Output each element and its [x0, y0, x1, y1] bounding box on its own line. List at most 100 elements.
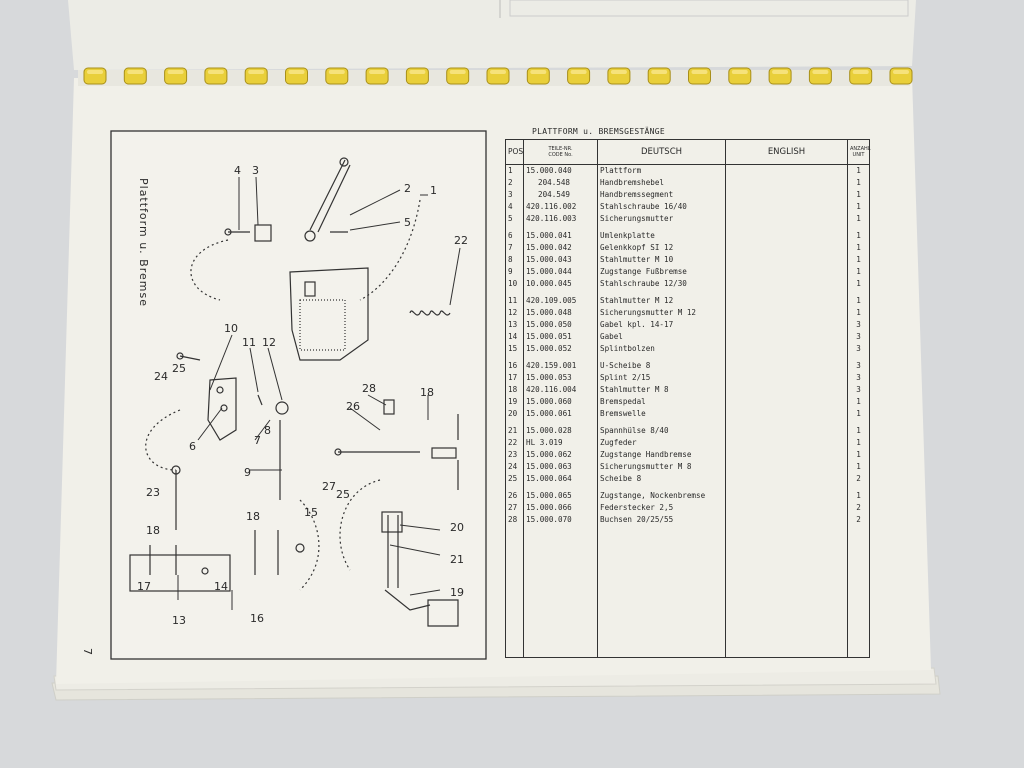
cell-pos: 14: [505, 331, 524, 343]
cell-english: [725, 437, 848, 449]
cell-english: [725, 278, 848, 290]
cell-deutsch: Stahlschraube 16/40: [597, 201, 726, 213]
cell-english: [725, 384, 848, 396]
spiral-loop-highlight: [207, 70, 224, 74]
cell-pos: 11: [505, 295, 524, 307]
callout-21: 21: [450, 553, 464, 566]
callout-4: 4: [234, 164, 241, 177]
parts-table: POS TEILE-NR.CODE No. DEUTSCH ENGLISH AN…: [505, 139, 871, 658]
header-qty-line2: UNIT: [852, 152, 865, 158]
callout-27: 27: [322, 480, 336, 493]
cell-code: 15.000.040: [523, 164, 598, 177]
cell-code: 15.000.042: [523, 242, 598, 254]
cell-pos: 12: [505, 307, 524, 319]
cell-qty: 1: [847, 408, 870, 420]
cell-qty: 1: [847, 254, 870, 266]
spiral-loop-highlight: [490, 70, 506, 74]
cell-qty: 1: [847, 242, 870, 254]
cell-english: [725, 461, 848, 473]
header-deutsch: DEUTSCH: [597, 139, 726, 165]
callout-17: 17: [137, 580, 151, 593]
cell-deutsch: Zugstange, Nockenbremse: [597, 490, 726, 502]
gap-cell: [847, 225, 870, 230]
cell-english: [725, 254, 848, 266]
cell-english: [725, 242, 848, 254]
cell-pos: 9: [505, 266, 524, 278]
cell-deutsch: Splint 2/15: [597, 372, 726, 384]
header-code-line1: TEILE-NR.: [548, 146, 573, 152]
gap-cell: [847, 485, 870, 490]
header-pos: POS: [505, 139, 524, 165]
cell-qty: 2: [847, 514, 870, 526]
callout-8: 8: [264, 424, 271, 437]
cell-pos: 1: [505, 164, 524, 177]
empty-cell: [597, 526, 726, 658]
cell-english: [725, 164, 848, 177]
cell-deutsch: Gabel kpl. 14-17: [597, 319, 726, 331]
cell-code: 15.000.041: [523, 230, 598, 242]
callout-16: 16: [250, 612, 264, 625]
cell-english: [725, 425, 848, 437]
gap-cell: [847, 420, 870, 425]
cell-deutsch: Buchsen 20/25/55: [597, 514, 726, 526]
cell-deutsch: Stahlschraube 12/30: [597, 278, 726, 290]
empty-cell: [847, 526, 870, 658]
cell-pos: 24: [505, 461, 524, 473]
callout-22: 22: [454, 234, 468, 247]
cell-code: 15.000.051: [523, 331, 598, 343]
cell-english: [725, 331, 848, 343]
table-group-gap: [505, 420, 870, 425]
cell-pos: 15: [505, 343, 524, 355]
cell-qty: 2: [847, 473, 870, 485]
cell-english: [725, 396, 848, 408]
cell-pos: 17: [505, 372, 524, 384]
cell-qty: 1: [847, 425, 870, 437]
spiral-loop-highlight: [812, 70, 829, 74]
callout-6: 6: [189, 440, 196, 453]
cell-pos: 18: [505, 384, 524, 396]
table-title: PLATTFORM u. BREMSGESTÄNGE: [532, 127, 666, 136]
callout-19: 19: [450, 586, 464, 599]
cell-deutsch: Gelenkkopf SI 12: [597, 242, 726, 254]
cell-english: [725, 473, 848, 485]
callout-5: 5: [404, 216, 411, 229]
gap-cell: [847, 290, 870, 295]
cell-english: [725, 295, 848, 307]
spiral-loop-highlight: [288, 70, 305, 74]
cell-code: 15.000.048: [523, 307, 598, 319]
cell-deutsch: Stahlmutter M 8: [597, 384, 726, 396]
callout-leaders: [177, 176, 461, 610]
cell-english: [725, 490, 848, 502]
exploded-parts-drawing: [129, 157, 459, 627]
cell-qty: 1: [847, 449, 870, 461]
table-group-gap: [505, 485, 870, 490]
cell-deutsch: Handbremssegment: [597, 189, 726, 201]
cell-english: [725, 343, 848, 355]
cell-qty: 2: [847, 502, 870, 514]
cell-code: 15.000.065: [523, 490, 598, 502]
cell-pos: 7: [505, 242, 524, 254]
cell-qty: 1: [847, 295, 870, 307]
cell-qty: 3: [847, 384, 870, 396]
cell-deutsch: Splintbolzen: [597, 343, 726, 355]
spiral-loop-highlight: [530, 70, 547, 74]
cell-qty: 1: [847, 201, 870, 213]
spiral-loop-highlight: [87, 70, 103, 74]
callout-23: 23: [146, 486, 160, 499]
callout-18b: 18: [246, 510, 260, 523]
cell-english: [725, 449, 848, 461]
callout-11: 11: [242, 336, 256, 349]
spiral-loop-highlight: [610, 70, 627, 74]
cell-pos: 25: [505, 473, 524, 485]
